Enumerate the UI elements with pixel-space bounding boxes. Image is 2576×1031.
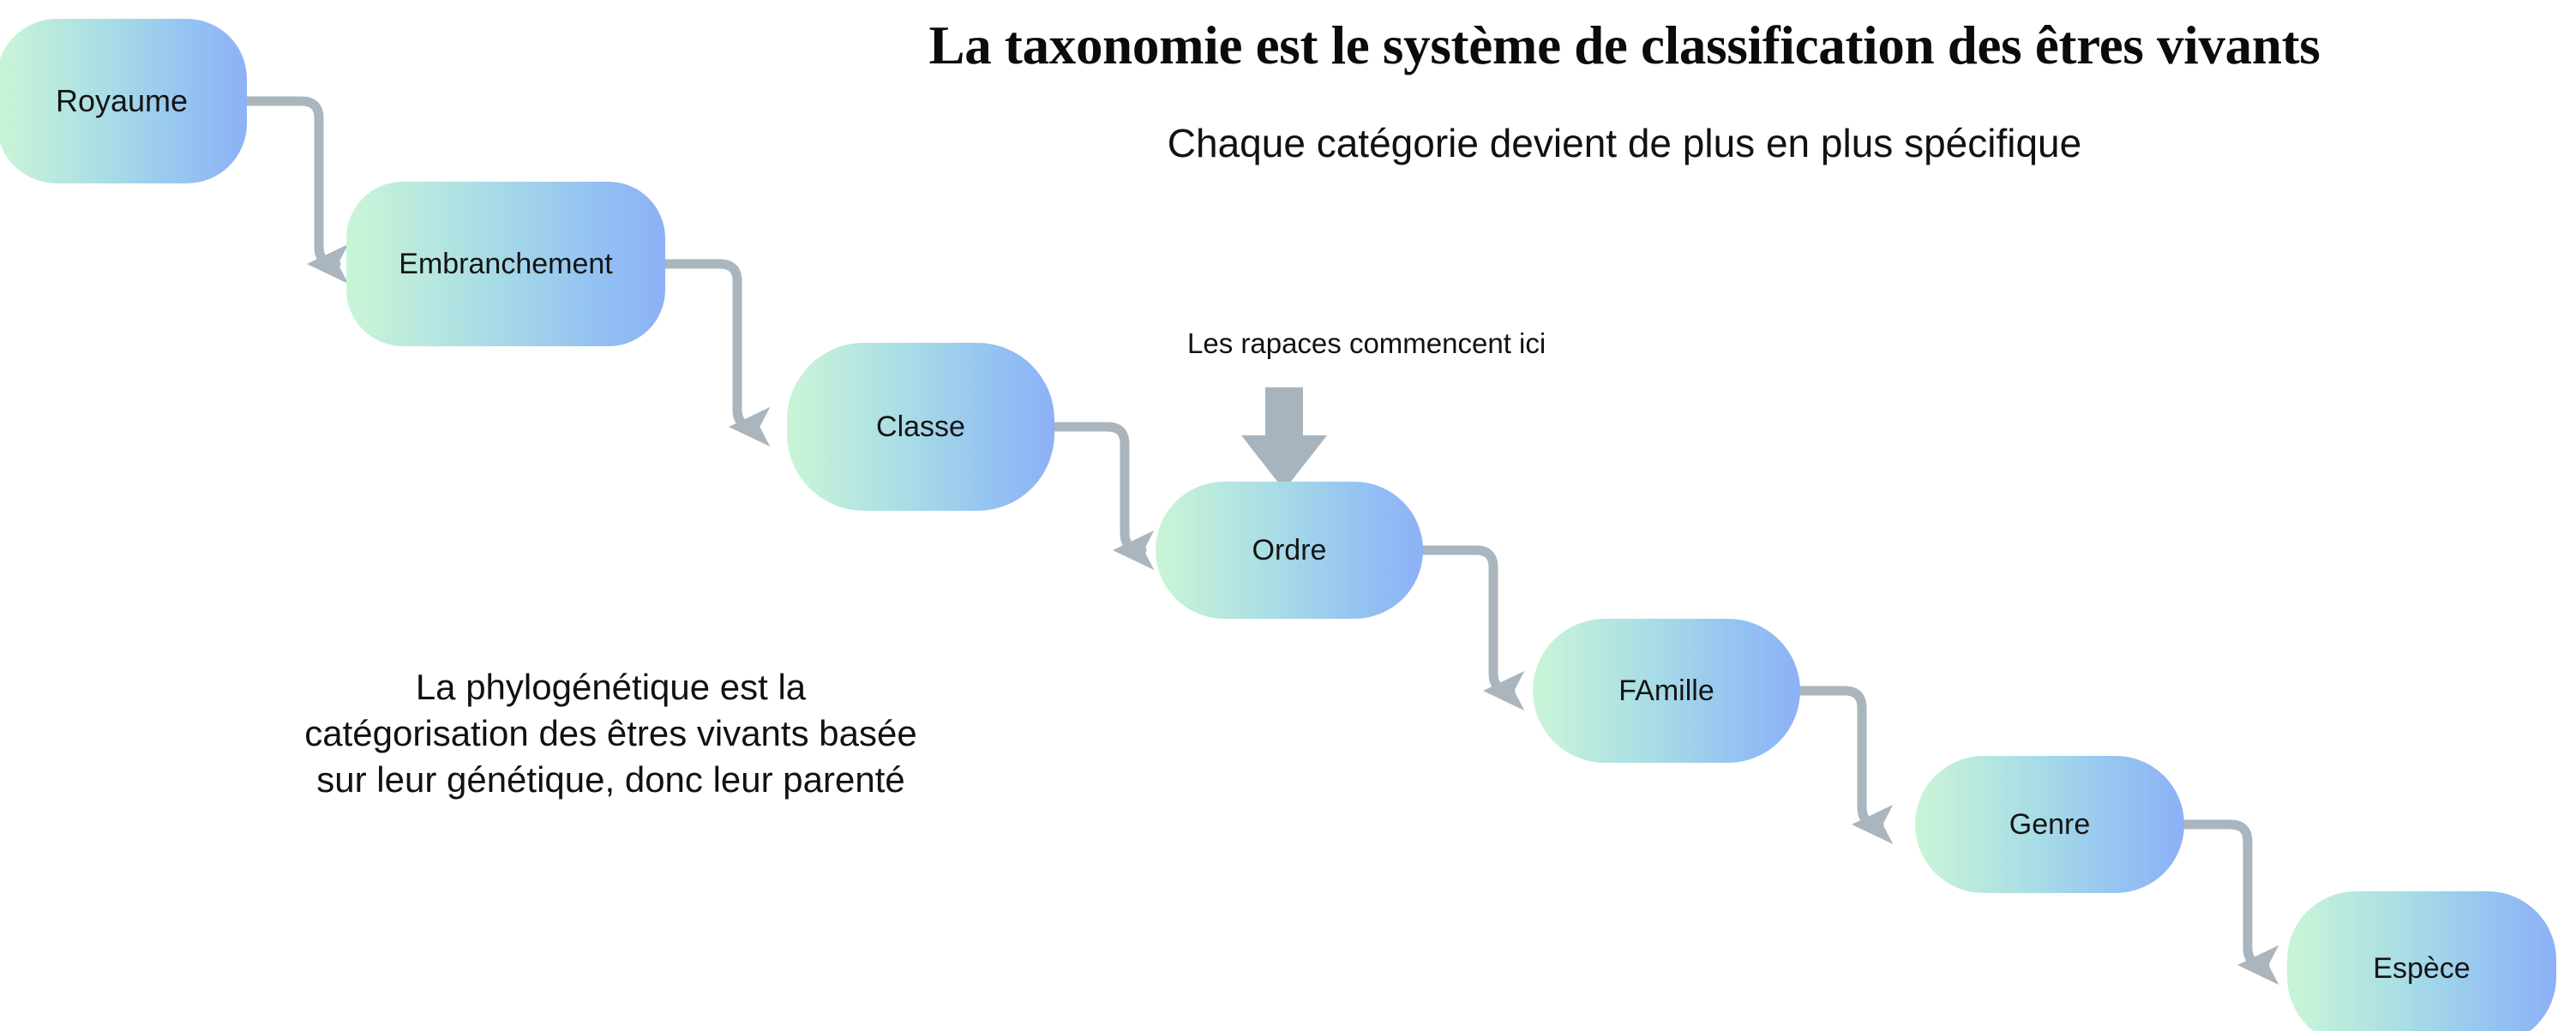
node-label: Genre [2009,808,2091,841]
connector-classe-ordre [1048,422,1155,571]
connector-famille-genre [1793,686,1894,845]
connector-royaume-embranchement [242,96,349,285]
node-ordre[interactable]: Ordre [1156,482,1423,619]
node-label: Classe [876,411,965,443]
node-espece[interactable]: Espèce [2287,891,2556,1031]
page-subtitle: Chaque catégorie devient de plus en plus… [1167,121,2082,165]
connector-genre-espece [2179,819,2279,986]
node-classe[interactable]: Classe [787,343,1054,511]
annotation-phylogenetique: La phylogénétique est la catégorisation … [176,664,1046,802]
node-label: FAmille [1618,674,1714,707]
note-line-3: sur leur génétique, donc leur parenté [316,758,905,800]
node-royaume[interactable]: Royaume [0,19,247,183]
node-embranchement[interactable]: Embranchement [346,182,665,346]
annotation-rapaces: Les rapaces commencent ici [1187,327,1546,359]
page-title: La taxonomie est le système de classific… [928,15,2321,75]
node-label: Ordre [1252,534,1327,566]
node-label: Espèce [2373,952,2471,985]
node-famille[interactable]: FAmille [1533,619,1800,763]
node-label: Royaume [55,83,189,118]
note-line-2: catégorisation des êtres vivants basée [304,712,917,753]
node-label: Embranchement [399,248,613,280]
node-genre[interactable]: Genre [1915,756,2184,893]
connector-embranchement-classe [660,259,771,447]
note-line-1: La phylogénétique est la [415,667,807,707]
down-block-arrow-icon [1241,387,1327,490]
connector-ordre-famille [1416,545,1525,711]
